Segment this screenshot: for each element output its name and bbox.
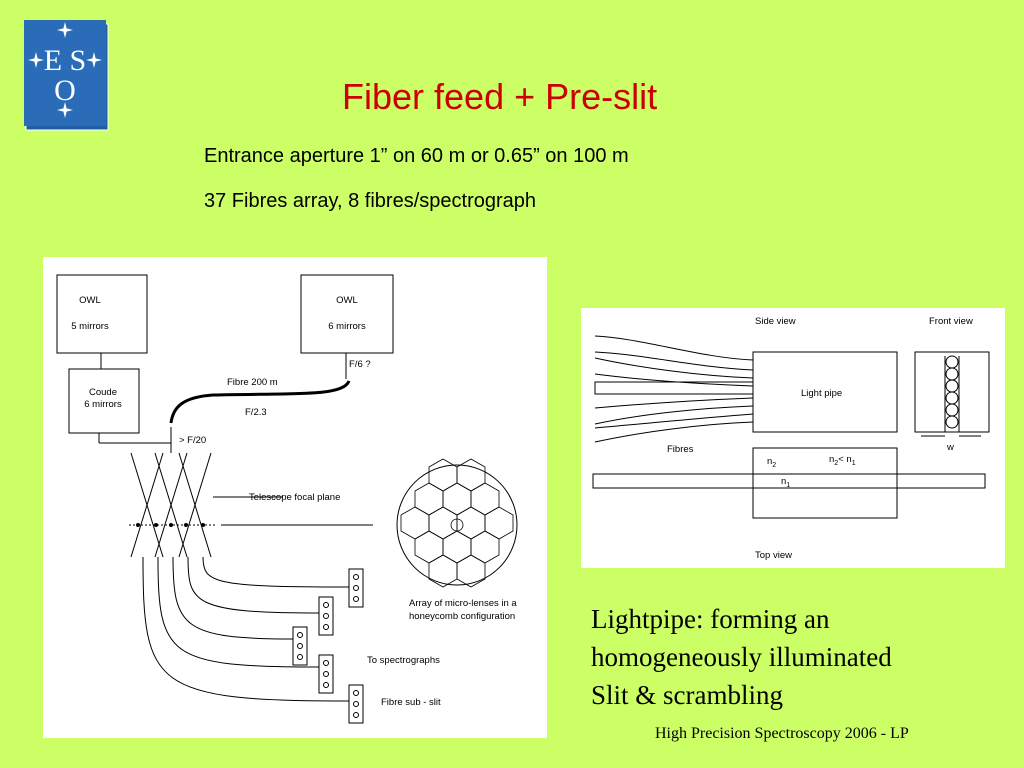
n2-compare-label: n (829, 454, 834, 465)
n1-label: n (781, 476, 786, 487)
fibres-label: Fibres (667, 444, 694, 455)
subtitle-fibres: 37 Fibres array, 8 fibres/spectrograph (204, 190, 537, 212)
w-label: w (946, 442, 954, 453)
owl1-title: OWL (79, 295, 101, 306)
focal-plane-label: Telescope focal plane (249, 492, 340, 503)
f6-label: F/6 ? (349, 359, 371, 370)
fiber-feed-diagram: OWL 5 mirrors OWL 6 mirrors Coude 6 mirr… (43, 257, 547, 738)
to-spectrographs-label: To spectrographs (367, 655, 440, 666)
coude-title: Coude (89, 387, 117, 398)
svg-text:O: O (54, 74, 76, 107)
n1-subscript: 1 (852, 460, 856, 467)
f20-label: > F/20 (179, 435, 206, 446)
lt-label: < n (838, 454, 851, 465)
owl2-sub: 6 mirrors (328, 321, 366, 332)
eso-logo: E S O ESO (24, 18, 110, 132)
n2-label: n (767, 456, 772, 467)
footer: High Precision Spectroscopy 2006 - LP (655, 725, 909, 742)
light-pipe-label: Light pipe (801, 388, 842, 399)
svg-text:n2< n1: n2< n1 (829, 454, 856, 467)
lightpipe-diagram: Side view Front view Light pipe Fibres w… (581, 308, 1005, 568)
svg-text:E S: E S (44, 44, 87, 77)
sub-slit-label: Fibre sub - slit (381, 697, 441, 708)
owl1-sub: 5 mirrors (71, 321, 109, 332)
subtitle-aperture: Entrance aperture 1” on 60 m or 0.65” on… (204, 145, 629, 167)
svg-text:n2: n2 (767, 456, 776, 469)
caption-line-3: Slit & scrambling (591, 680, 783, 710)
owl2-title: OWL (336, 295, 358, 306)
n2-compare-subscript: 2 (834, 460, 838, 467)
logo-label: ESO (64, 69, 66, 71)
fibre-length-label: Fibre 200 m (227, 377, 278, 388)
microlens-label-2: honeycomb configuration (409, 611, 515, 622)
caption-line-2: homogeneously illuminated (591, 642, 892, 672)
svg-text:n1: n1 (781, 476, 790, 489)
caption-line-1: Lightpipe: forming an (591, 604, 830, 634)
page-title: Fiber feed + Pre-slit (342, 76, 658, 117)
n1-core-subscript: 1 (786, 482, 790, 489)
top-view-label: Top view (755, 550, 792, 561)
microlens-label-1: Array of micro-lenses in a (409, 598, 517, 609)
n2-subscript: 2 (772, 462, 776, 469)
caption: Lightpipe: forming an homogeneously illu… (591, 600, 892, 714)
front-view-label: Front view (929, 316, 973, 327)
f23-label: F/2.3 (245, 407, 267, 418)
side-view-label: Side view (755, 316, 796, 327)
coude-sub: 6 mirrors (84, 399, 122, 410)
